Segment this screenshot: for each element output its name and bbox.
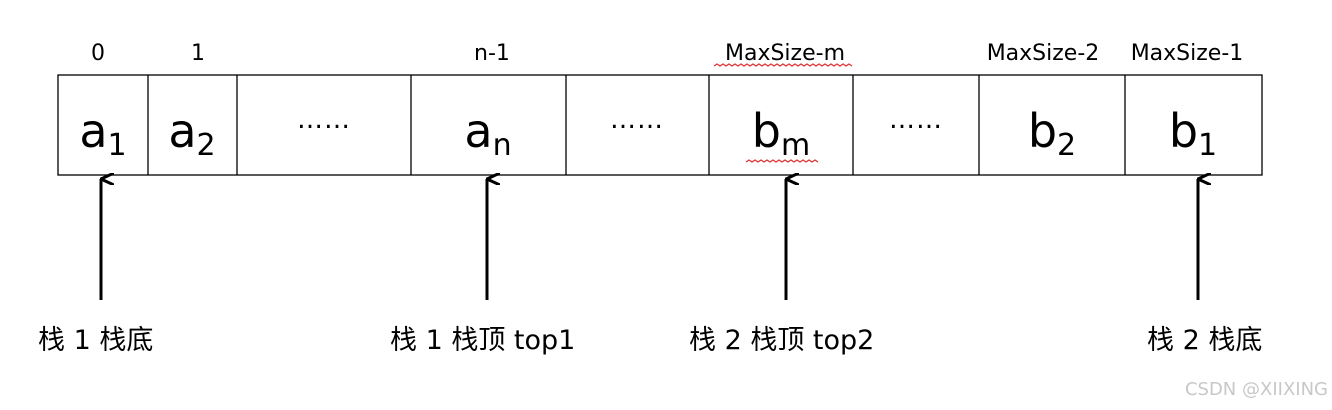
watermark: CSDN @XIIXING xyxy=(1185,379,1328,400)
index-label-maxsize-1: MaxSize-1 xyxy=(1131,41,1244,66)
index-labels: 0 1 n-1 MaxSize-m MaxSize-2 MaxSize-1 xyxy=(91,41,1244,67)
index-label-0: 0 xyxy=(91,41,105,66)
cell-b1: b1 xyxy=(1169,104,1217,163)
cell-a2: a2 xyxy=(168,104,215,163)
cell-a1: a1 xyxy=(79,104,126,163)
caption-stack1-bottom: 栈 1 栈底 xyxy=(38,325,153,356)
cell-bm: bm xyxy=(752,104,810,163)
index-label-maxsize-2: MaxSize-2 xyxy=(987,41,1100,66)
caption-stack1-top: 栈 1 栈顶 top1 xyxy=(390,325,575,356)
captions: 栈 1 栈底 栈 1 栈顶 top1 栈 2 栈顶 top2 栈 2 栈底 xyxy=(38,325,1262,356)
cell-an: an xyxy=(464,104,511,163)
caption-stack2-bottom: 栈 2 栈底 xyxy=(1147,325,1262,356)
cell-b2: b2 xyxy=(1028,104,1076,163)
array-outline xyxy=(57,74,1263,176)
array-cells: a1 a2 …… an …… bm …… b2 b1 xyxy=(57,74,1263,176)
pointer-arrows xyxy=(99,179,1198,300)
cell-ellipsis-1: …… xyxy=(297,105,351,135)
spellcheck-squiggle xyxy=(745,159,819,163)
index-label-n-minus-1: n-1 xyxy=(474,41,510,66)
caption-stack2-top: 栈 2 栈顶 top2 xyxy=(689,325,874,356)
index-label-maxsize-m: MaxSize-m xyxy=(725,41,845,66)
cell-ellipsis-3: …… xyxy=(889,105,943,135)
cell-ellipsis-2: …… xyxy=(610,105,664,135)
spellcheck-squiggle xyxy=(713,63,853,67)
index-label-1: 1 xyxy=(191,41,205,66)
